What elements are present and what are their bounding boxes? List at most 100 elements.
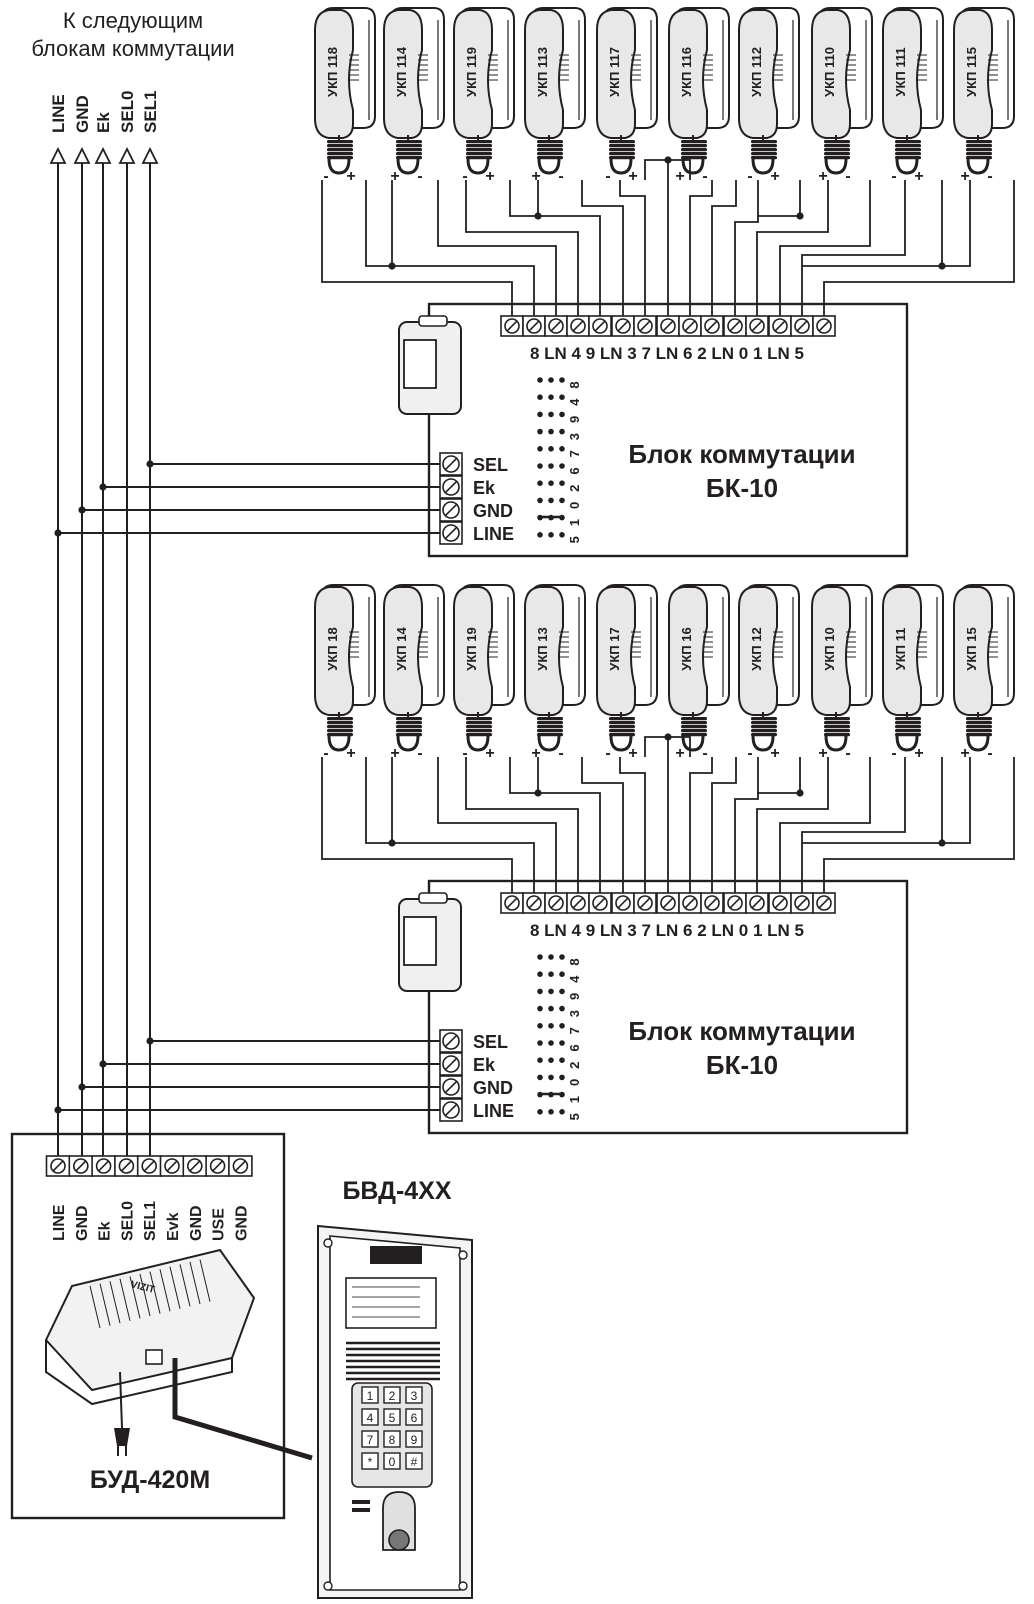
power-terminal: [114, 1155, 139, 1177]
screw-slot: [751, 897, 763, 909]
device-clip: [418, 892, 448, 904]
screw-slot: [796, 897, 808, 909]
handset-receiver: [383, 586, 423, 716]
cord-coil: [895, 152, 921, 156]
screw-slot: [751, 320, 763, 332]
power-terminal: [136, 1155, 162, 1177]
keypad-key-label: 0: [389, 1455, 396, 1469]
keypad-key: [405, 1430, 423, 1448]
handset-receiver: [524, 9, 564, 139]
keypad-key: [383, 1386, 401, 1404]
junction-dot: [559, 1109, 565, 1115]
key-reader-contact: [388, 1529, 410, 1551]
junction-dot: [548, 497, 554, 504]
cord-coil: [751, 729, 777, 733]
handset-label: УКП 15: [964, 627, 979, 670]
top-terminal: [522, 315, 546, 337]
junction-dot: [548, 1040, 554, 1046]
cord-loop: [824, 158, 848, 175]
device-window: [403, 916, 437, 966]
mount-screw: [323, 1581, 333, 1591]
cord-loop: [327, 158, 351, 175]
handset-receiver: [738, 9, 778, 139]
top-terminal: [544, 315, 568, 337]
top-terminal: [700, 892, 724, 914]
cord-coil: [609, 717, 635, 721]
bus-arrow: [94, 146, 112, 164]
cord-coil: [466, 733, 492, 737]
polarity-mark: -: [323, 745, 328, 762]
junction-dot: [559, 988, 565, 995]
screw-slot: [444, 457, 458, 471]
junction-dot: [548, 1023, 554, 1029]
keypad-key-label: 7: [367, 1433, 374, 1447]
junction-dot: [559, 497, 565, 504]
junction-dot: [537, 1023, 543, 1029]
vent-slot: [179, 1264, 191, 1307]
polarity-mark: -: [845, 168, 850, 185]
vent-slot: [99, 1283, 111, 1326]
polarity-mark: +: [628, 745, 637, 762]
screw-slot: [684, 897, 696, 909]
bus-arrow: [141, 146, 159, 164]
handset-wire: [757, 180, 801, 217]
cord-coil: [895, 717, 921, 721]
jumper-digit: 4: [567, 398, 582, 406]
handset-ukp: УКП 11-+: [882, 584, 944, 762]
cord-loop: [327, 735, 351, 752]
input-label: Ek: [473, 478, 496, 498]
keypad-key: [383, 1408, 401, 1426]
junction-dot: [796, 789, 804, 797]
handset-wire: [757, 757, 801, 794]
handset-wire: [802, 757, 971, 844]
handset-label: УКП 114: [394, 46, 409, 97]
junction-dot: [146, 460, 154, 468]
mount-screw: [458, 1250, 468, 1260]
screw-slot: [444, 1080, 458, 1094]
cord-coil: [396, 729, 422, 733]
power-terminal: [205, 1155, 230, 1177]
jumper-digit: 6: [567, 467, 582, 474]
vent-slot: [159, 1269, 171, 1312]
polarity-mark: +: [960, 745, 969, 762]
bus-label: LINE: [49, 94, 68, 133]
handset-label: УКП 117: [607, 47, 622, 97]
polarity-mark: -: [605, 168, 610, 185]
screw-slot: [75, 1160, 87, 1172]
cord-coil: [681, 156, 707, 160]
cord-loop: [966, 735, 990, 752]
top-terminal: [768, 892, 792, 914]
mount-screw: [323, 1238, 333, 1248]
top-terminal: [588, 315, 612, 337]
keypad-key-label: 4: [367, 1411, 374, 1425]
jumper-digit: 2: [567, 485, 582, 492]
screw-slot: [706, 320, 718, 332]
cord-coil: [681, 144, 707, 148]
block-title: Блок коммутации: [628, 439, 855, 469]
junction-dot: [99, 483, 107, 491]
junction-dot: [559, 1040, 565, 1046]
block-device-icon: [398, 892, 462, 992]
switch-block-lower: УКП 18-+УКП 14+-УКП 19-+УКП 13+-УКП 17-+…: [54, 584, 1015, 1135]
cord-coil: [824, 152, 850, 156]
power-terminal-label: GND: [74, 1205, 91, 1241]
handset-ukp: УКП 113+-: [524, 7, 586, 185]
junction-dot: [534, 789, 542, 797]
cord-coil: [895, 721, 921, 725]
handset-wire: [465, 180, 579, 316]
cord-coil: [327, 725, 353, 729]
polarity-mark: +: [531, 745, 540, 762]
screw-slot: [729, 320, 741, 332]
handset-wire: [734, 180, 759, 316]
polarity-mark: +: [531, 168, 540, 185]
handset-ukp: УКП 115+-: [953, 7, 1015, 185]
handset-label: УКП 10: [822, 627, 837, 670]
handset-receiver: [453, 9, 493, 139]
keypad-key: [361, 1408, 379, 1426]
top-terminal: [790, 315, 814, 337]
handset-wire: [619, 757, 646, 893]
device-side: [45, 1340, 233, 1406]
junction-dot: [537, 988, 543, 995]
top-terminal: [678, 315, 702, 337]
